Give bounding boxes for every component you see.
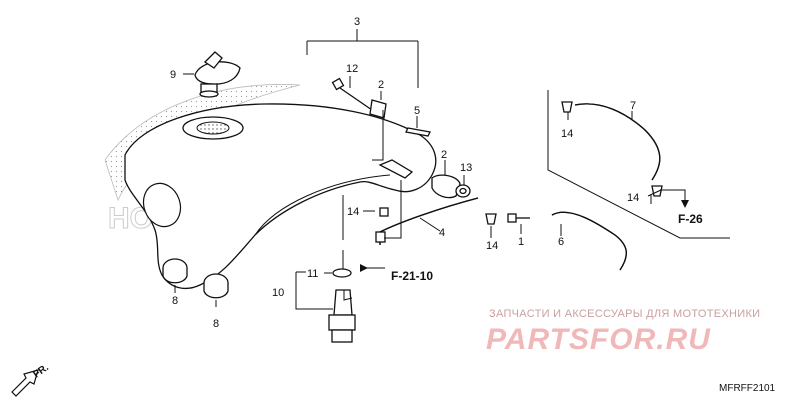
- overflow-hose-part-7: [547, 90, 730, 239]
- callout-8-right: 8: [213, 318, 219, 330]
- callout-14-right: 14: [627, 192, 639, 204]
- clip-part-center: [485, 213, 497, 225]
- callout-12: 12: [346, 63, 358, 75]
- callout-14-left: 14: [347, 206, 359, 218]
- callout-9: 9: [170, 69, 176, 81]
- washer-part: [405, 127, 431, 137]
- callout-8-left: 8: [172, 295, 178, 307]
- section-ref-f-26[interactable]: F-26: [678, 212, 703, 226]
- front-direction-arrow-icon: [11, 369, 39, 397]
- callout-13: 13: [460, 162, 472, 174]
- fuel-pump-part: [328, 268, 356, 343]
- grommet-part-13: [455, 184, 471, 198]
- callout-14-top: 14: [561, 128, 573, 140]
- callout-6: 6: [558, 236, 564, 248]
- fuel-cap-part: [194, 51, 241, 98]
- rubber-mount-part-b: [203, 273, 229, 299]
- diagram-code: MFRFF2101: [719, 383, 776, 394]
- mounting-bolt-part: [331, 77, 387, 119]
- section-ref-f-21-10[interactable]: F-21-10: [391, 269, 433, 283]
- callout-7: 7: [630, 100, 636, 112]
- callout-10: 10: [272, 287, 284, 299]
- callout-11: 11: [307, 268, 318, 280]
- rubber-cushion-part: [431, 174, 461, 199]
- callout-4: 4: [439, 227, 445, 239]
- callout-5: 5: [414, 105, 420, 117]
- callout-14-middle: 14: [486, 240, 498, 252]
- bolt-part-1: [507, 213, 530, 223]
- fuel-tank: [124, 103, 437, 289]
- watermark-brand: PARTSFOR.RU: [486, 323, 711, 356]
- rubber-mount-part-a: [162, 258, 188, 284]
- callout-2-upper: 2: [378, 79, 384, 91]
- leader-lines: [174, 29, 662, 310]
- callout-3: 3: [354, 16, 360, 28]
- callout-2-lower: 2: [441, 149, 447, 161]
- watermark-caption: ЗАПЧАСТИ И АКСЕССУАРЫ ДЛЯ МОТОТЕХНИКИ: [489, 308, 760, 320]
- fuel-hose-part-4: [375, 197, 479, 245]
- breather-hose-part-6: [551, 211, 627, 271]
- callout-1: 1: [518, 236, 524, 248]
